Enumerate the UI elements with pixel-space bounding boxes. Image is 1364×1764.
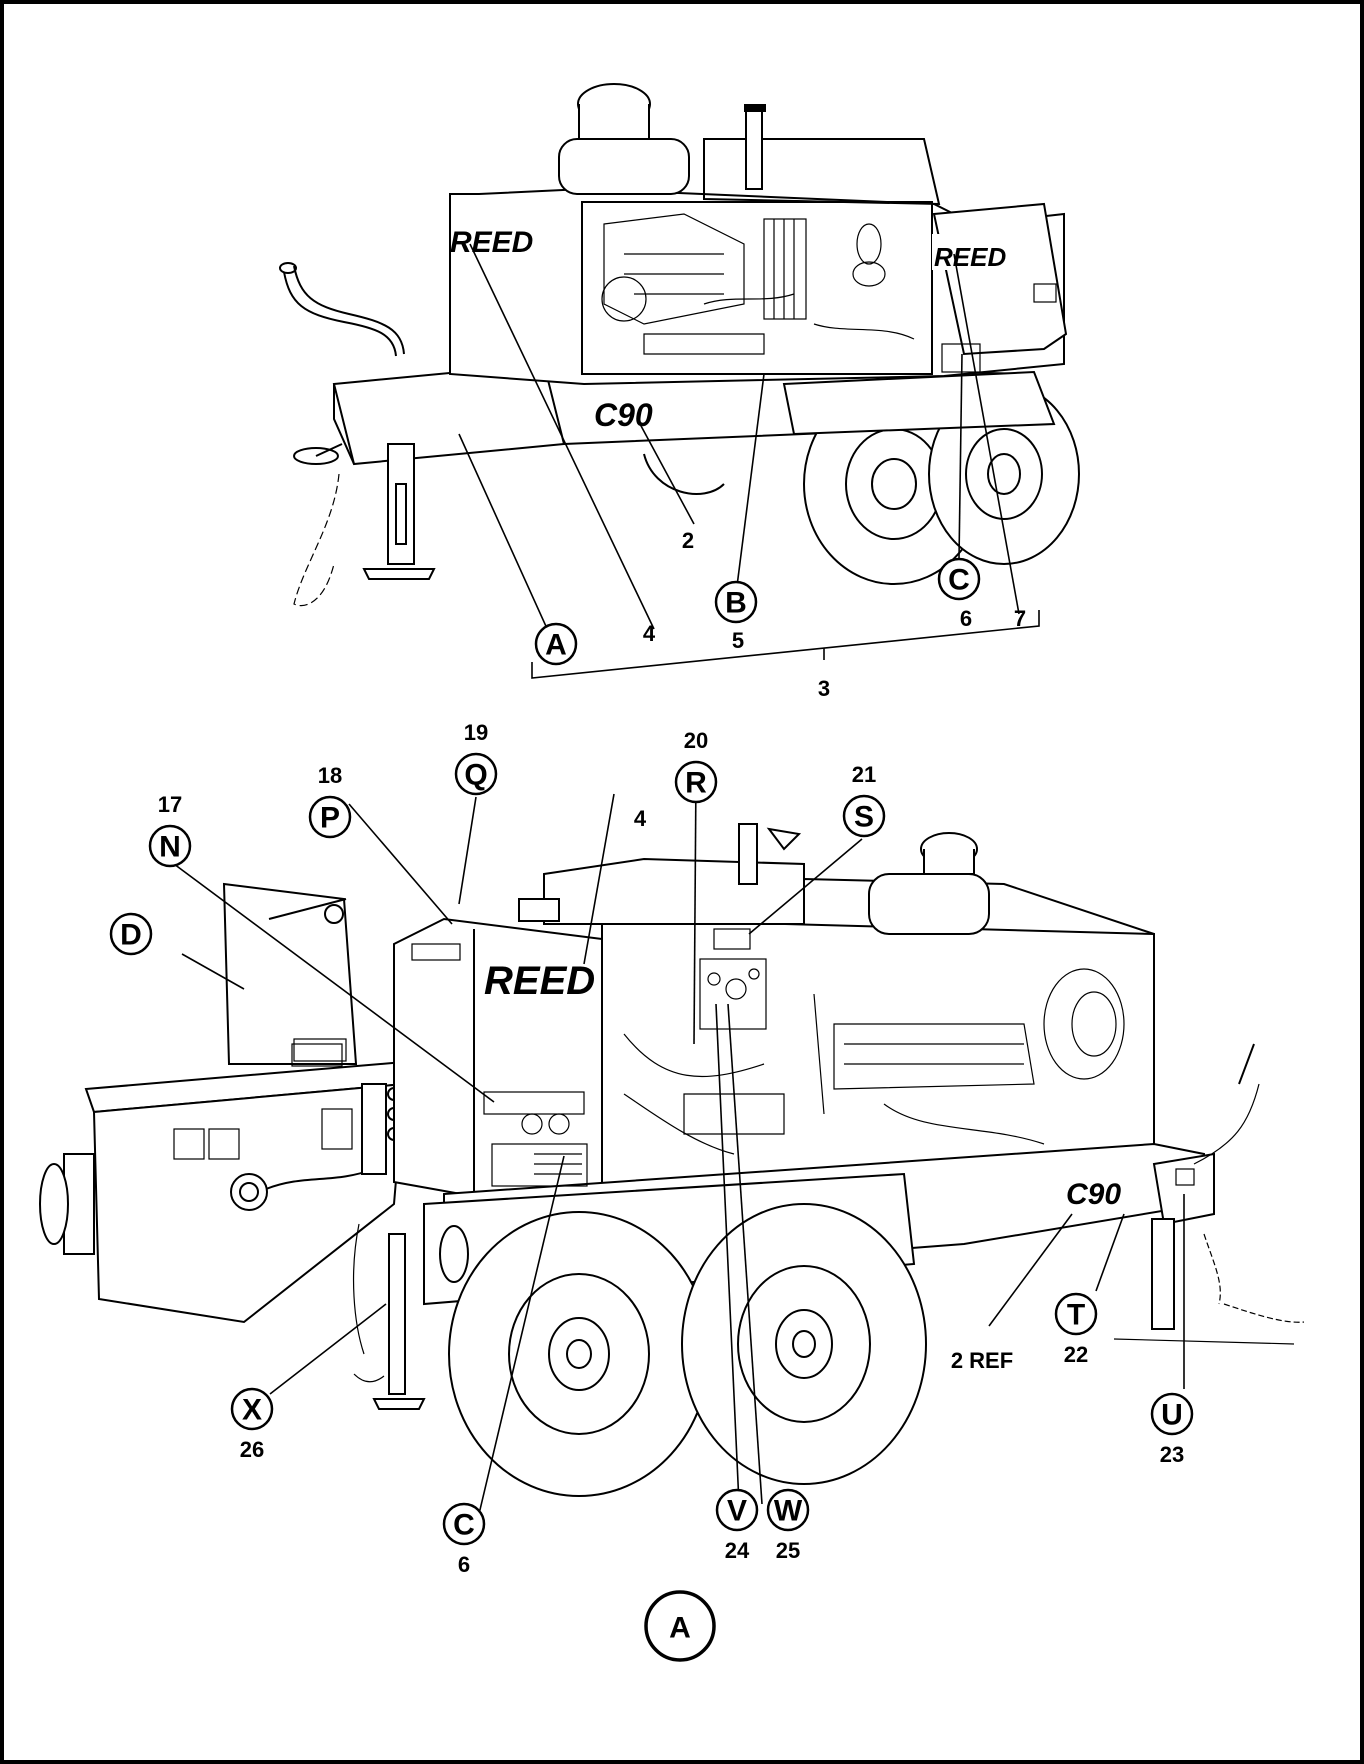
bottom-callout-n: N 17	[148, 792, 192, 868]
svg-text:19: 19	[464, 720, 488, 745]
top-trailer-illustration	[279, 83, 1080, 607]
top-callout-c: C	[937, 557, 981, 601]
bottom-callout-q: Q 19	[454, 720, 498, 796]
svg-text:20: 20	[684, 728, 708, 753]
bottom-callout-t: T 22	[1054, 1292, 1098, 1367]
svg-text:S: S	[854, 801, 874, 834]
svg-text:V: V	[727, 1495, 747, 1528]
svg-text:A: A	[545, 629, 567, 662]
top-number-5: 5	[732, 628, 744, 653]
bottom-wheel-left	[448, 1211, 710, 1497]
bottom-callout-c: C 6	[442, 1502, 486, 1577]
svg-text:25: 25	[776, 1538, 800, 1563]
svg-text:B: B	[725, 587, 747, 620]
bottom-callout-w: W 25	[766, 1488, 810, 1563]
bottom-callout-v: V 24	[715, 1488, 759, 1563]
bottom-model-label: C90	[1066, 1178, 1121, 1211]
bottom-brand: REED	[484, 959, 595, 1003]
svg-text:D: D	[120, 919, 142, 952]
top-brand-left: REED	[450, 226, 533, 259]
top-number-4: 4	[643, 621, 656, 646]
svg-text:17: 17	[158, 792, 182, 817]
top-callout-b: B	[714, 580, 758, 624]
svg-text:U: U	[1161, 1399, 1183, 1432]
svg-text:P: P	[320, 802, 340, 835]
bottom-callout-r: R 20	[674, 728, 718, 804]
bottom-callout-x: X 26	[230, 1387, 274, 1462]
svg-text:C: C	[948, 564, 970, 597]
top-brand-right: REED	[934, 242, 1006, 272]
svg-text:6: 6	[458, 1552, 470, 1577]
svg-text:W: W	[774, 1495, 803, 1528]
top-leader-lines	[458, 243, 1040, 679]
bottom-trailer-illustration	[39, 823, 1305, 1497]
svg-text:23: 23	[1160, 1442, 1184, 1467]
svg-text:21: 21	[852, 762, 876, 787]
bottom-number-4: 4	[634, 806, 647, 831]
bottom-callout-d: D	[109, 912, 153, 956]
svg-text:R: R	[685, 767, 707, 800]
top-number-3: 3	[818, 676, 830, 701]
bottom-callout-u: U 23	[1150, 1392, 1194, 1467]
bottom-callout-p: P 18	[308, 763, 352, 839]
bottom-wheel-right	[681, 1203, 927, 1485]
top-number-2: 2	[682, 528, 694, 553]
svg-text:N: N	[159, 831, 181, 864]
top-number-7: 7	[1014, 606, 1026, 631]
svg-text:18: 18	[318, 763, 342, 788]
diagram-canvas: REED REED C90 A B C 2 4 5 6 7 3	[39, 83, 1305, 1662]
svg-text:22: 22	[1064, 1342, 1088, 1367]
bottom-ref-label: 2 REF	[951, 1348, 1013, 1373]
top-callout-a: A	[534, 622, 578, 666]
svg-text:24: 24	[725, 1538, 750, 1563]
bottom-leader-lines	[173, 773, 1185, 1515]
top-model-label: C90	[594, 397, 653, 433]
svg-text:C: C	[453, 1509, 475, 1542]
svg-text:A: A	[669, 1612, 691, 1645]
svg-text:Q: Q	[464, 759, 487, 792]
bottom-callout-s: S 21	[842, 762, 886, 838]
svg-text:X: X	[242, 1394, 262, 1427]
svg-text:T: T	[1067, 1299, 1085, 1332]
top-wheel-rear	[928, 383, 1080, 565]
svg-text:26: 26	[240, 1437, 264, 1462]
top-number-6: 6	[960, 606, 972, 631]
view-letter-a: A	[644, 1590, 716, 1662]
